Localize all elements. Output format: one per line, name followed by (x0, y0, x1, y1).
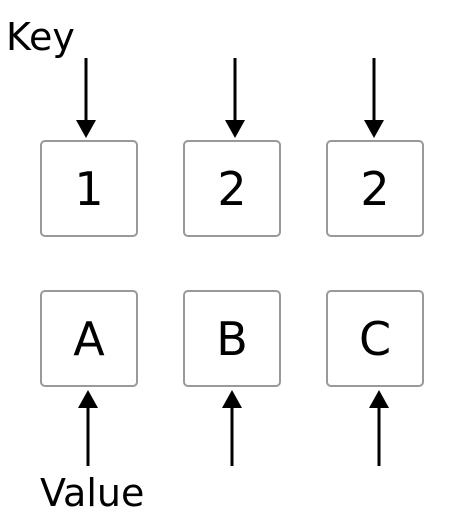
key-arrow-1 (76, 58, 96, 138)
value-arrow-2 (222, 390, 242, 466)
value-label: Value (40, 471, 145, 515)
value-box-3: C (326, 290, 424, 387)
value-box-1: A (40, 290, 138, 387)
key-arrow-2 (225, 58, 245, 138)
value-arrow-3 (369, 390, 389, 466)
value-box-2: B (183, 290, 281, 387)
key-box-2: 2 (183, 140, 281, 237)
value-arrow-1 (78, 390, 98, 466)
key-box-1: 1 (40, 140, 138, 237)
key-box-3: 2 (326, 140, 424, 237)
key-arrow-3 (364, 58, 384, 138)
key-label: Key (6, 15, 75, 59)
